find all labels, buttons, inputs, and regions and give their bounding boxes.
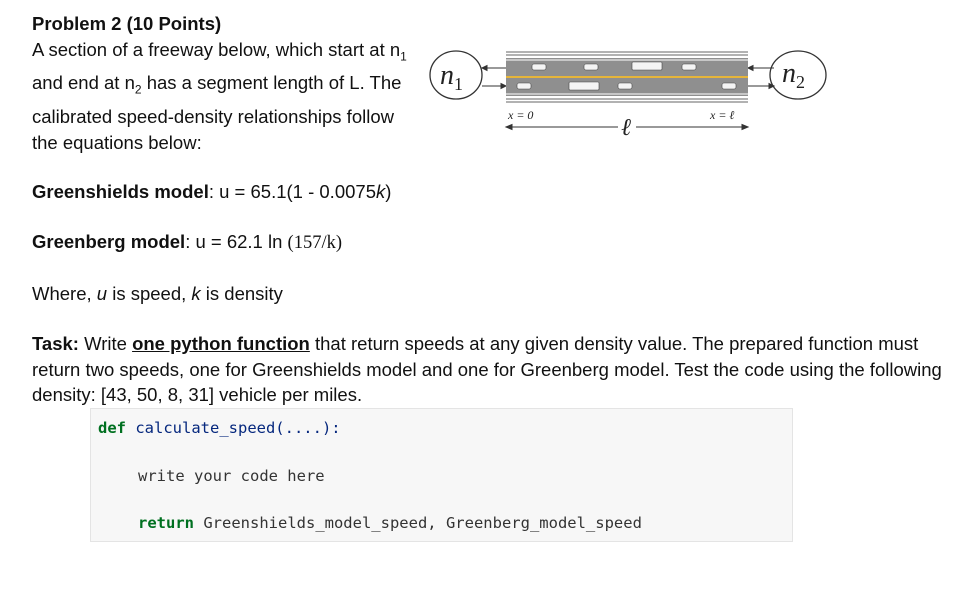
node-start-label: n1 [440,60,463,94]
where-text-1: Where, [32,282,97,304]
where-text-2: is speed, [107,282,192,304]
code-block: def calculate_speed(....): write your co… [90,408,793,542]
node-end-circle [769,50,827,100]
greenberg-serif-term: (157/k) [287,233,342,254]
length-dimension [504,123,750,131]
car-icon [531,63,547,71]
greenshields-colon: : [208,181,214,203]
node-start-circle [429,50,483,100]
truck-icon [631,61,663,71]
greenberg-formula: u = 62.1 ln [190,231,288,253]
car-icon [681,63,697,71]
task-label: Task: [32,332,79,354]
greenshields-formula: u = 65.1(1 - 0.0075 [213,181,376,203]
length-label: ℓ [621,115,631,141]
greenshields-label: Greenshields model [32,181,209,203]
return-values: Greenshields_model_speed, Greenberg_mode… [194,514,642,532]
return-keyword: return [138,514,194,532]
code-def-line: def calculate_speed(....): [98,419,341,437]
car-icon [583,63,599,71]
intro-text-2: and end at n [32,72,135,94]
node-end-label: n2 [782,58,805,92]
problem-intro: Problem 2 (10 Points) A section of a fre… [32,11,412,155]
function-signature: calculate_speed(....): [126,419,341,437]
code-comment-line: write your code here [138,467,325,485]
intro-text-1: A section of a freeway below, which star… [32,38,401,60]
freeway-road [506,51,748,103]
vehicles [516,61,737,91]
def-keyword: def [98,419,126,437]
task-text-2: that return speeds at any given density … [32,332,942,406]
x-start-label: x = 0 [507,108,533,122]
task-underlined: one python function [132,332,310,354]
greenshields-equation: Greenshields model: u = 65.1(1 - 0.0075k… [32,179,962,205]
where-line: Where, u is speed, k is density [32,281,962,307]
code-return-line: return Greenshields_model_speed, Greenbe… [138,514,642,532]
truck-icon [568,81,600,91]
where-var-k: k [191,282,201,304]
car-icon [516,82,532,90]
greenshields-var-k: k [375,181,386,203]
problem-heading: Problem 2 (10 Points) [32,13,222,34]
intro-text-3: has a segment length of L. The calibrate… [32,72,402,153]
task-paragraph: Task: Write one python function that ret… [32,331,962,408]
where-text-3: is density [200,282,283,304]
intro-paragraph: A section of a freeway below, which star… [32,37,412,156]
freeway-diagram: n1 n2 x = 0 x = ℓ ℓ [429,50,827,141]
greenberg-label: Greenberg model [32,231,186,253]
task-text-1: Write [78,332,133,354]
x-end-label: x = ℓ [709,108,734,122]
intro-sub-1: 1 [400,49,407,64]
greenberg-colon: : [185,231,191,253]
car-icon [721,82,737,90]
greenshields-close: ) [385,181,392,203]
flow-arrows [480,64,776,90]
intro-sub-2: 2 [134,82,142,97]
car-icon [617,82,633,90]
problem-document: Problem 2 (10 Points) A section of a fre… [32,11,962,408]
greenberg-equation: Greenberg model: u = 62.1 ln (157/k) [32,229,962,257]
where-var-u: u [96,282,108,304]
